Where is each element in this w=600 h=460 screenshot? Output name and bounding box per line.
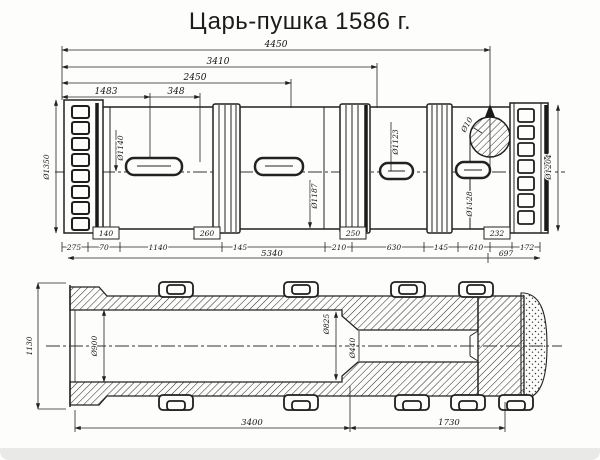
lifting-handles <box>124 156 492 181</box>
dim-body-right-diameter: Ø1123 <box>391 129 400 155</box>
muzzle-ring <box>509 102 549 234</box>
dim-total-length: 5340 <box>261 249 283 259</box>
dim-seat-diameter: Ø825 <box>322 314 331 336</box>
section-left-dims: 1130 Ø900 <box>24 282 107 410</box>
dim-near-muzzle-diameter: Ø1128 <box>465 191 474 217</box>
dim-chain-6: 630 <box>387 243 402 252</box>
dim-chain-7: 145 <box>434 243 449 252</box>
fluted-band-2 <box>426 103 453 234</box>
dim-body-center-diameter: Ø1187 <box>310 183 319 209</box>
length-dimension-rows: 4450 3410 2450 1483 348 <box>61 39 491 162</box>
section-view: 1130 Ø900 Ø825 Ø440 3400 1730 <box>24 281 562 432</box>
vent-axis-arrow <box>485 104 495 117</box>
dim-boxed-1: 140 <box>99 229 114 238</box>
chain-dims: 275 70 1140 145 210 630 145 610 172 <box>61 242 541 253</box>
breech-ring <box>63 99 104 234</box>
drawing-title: Царь-пушка 1586 г. <box>188 8 412 35</box>
vent-detail: Ø10 <box>457 46 511 171</box>
dim-chain-2: 70 <box>99 243 109 252</box>
total-length-dim: 5340 697 <box>67 248 541 263</box>
barrel-body <box>103 103 510 234</box>
dim-chain-3: 1140 <box>148 243 167 252</box>
bore-step-labels: Ø825 Ø440 <box>321 311 360 381</box>
fluted-band-1 <box>212 103 241 234</box>
dim-muzzle-diameter: Ø1204 <box>544 154 553 180</box>
vent-circle <box>469 116 511 158</box>
dim-length-5: 348 <box>167 87 184 97</box>
diameter-labels: Ø1350 Ø1140 Ø1187 Ø1123 Ø1128 Ø1204 <box>41 99 561 234</box>
dim-sub-length: 697 <box>499 249 514 258</box>
dim-chain-5: 210 <box>331 243 347 252</box>
central-band <box>339 103 371 234</box>
dim-chain-9: 172 <box>520 243 535 252</box>
dim-length-3: 2450 <box>183 73 207 83</box>
dim-overall-top: 4450 <box>264 40 288 50</box>
side-view: 4450 3410 2450 1483 348 <box>41 39 565 263</box>
dim-boxed-2: 260 <box>199 229 215 238</box>
dim-bore-length: 3400 <box>241 418 263 428</box>
window-bottom-strip <box>0 448 600 460</box>
dim-boxed-3: 250 <box>345 229 361 238</box>
dim-length-4: 1483 <box>95 87 118 97</box>
dim-length-2: 3410 <box>207 57 230 67</box>
dim-boxed-4: 232 <box>489 229 505 238</box>
top-lugs <box>158 281 494 298</box>
dim-outer-height: 1130 <box>25 336 34 355</box>
dim-chamber-length: 1730 <box>438 418 460 428</box>
dim-chamber-diameter: Ø440 <box>348 338 357 360</box>
boxed-dims: 140 260 250 232 <box>92 226 511 240</box>
dim-breech-diameter: Ø1350 <box>42 154 51 180</box>
dim-body-left-diameter: Ø1140 <box>116 135 125 161</box>
dim-chain-4: 145 <box>233 243 248 252</box>
dim-chain-1: 275 <box>66 243 82 252</box>
dim-bore-diameter: Ø900 <box>90 336 99 358</box>
dim-chain-8: 610 <box>469 243 484 252</box>
section-bottom-dims: 3400 1730 <box>74 386 506 432</box>
bottom-lugs <box>158 394 534 411</box>
